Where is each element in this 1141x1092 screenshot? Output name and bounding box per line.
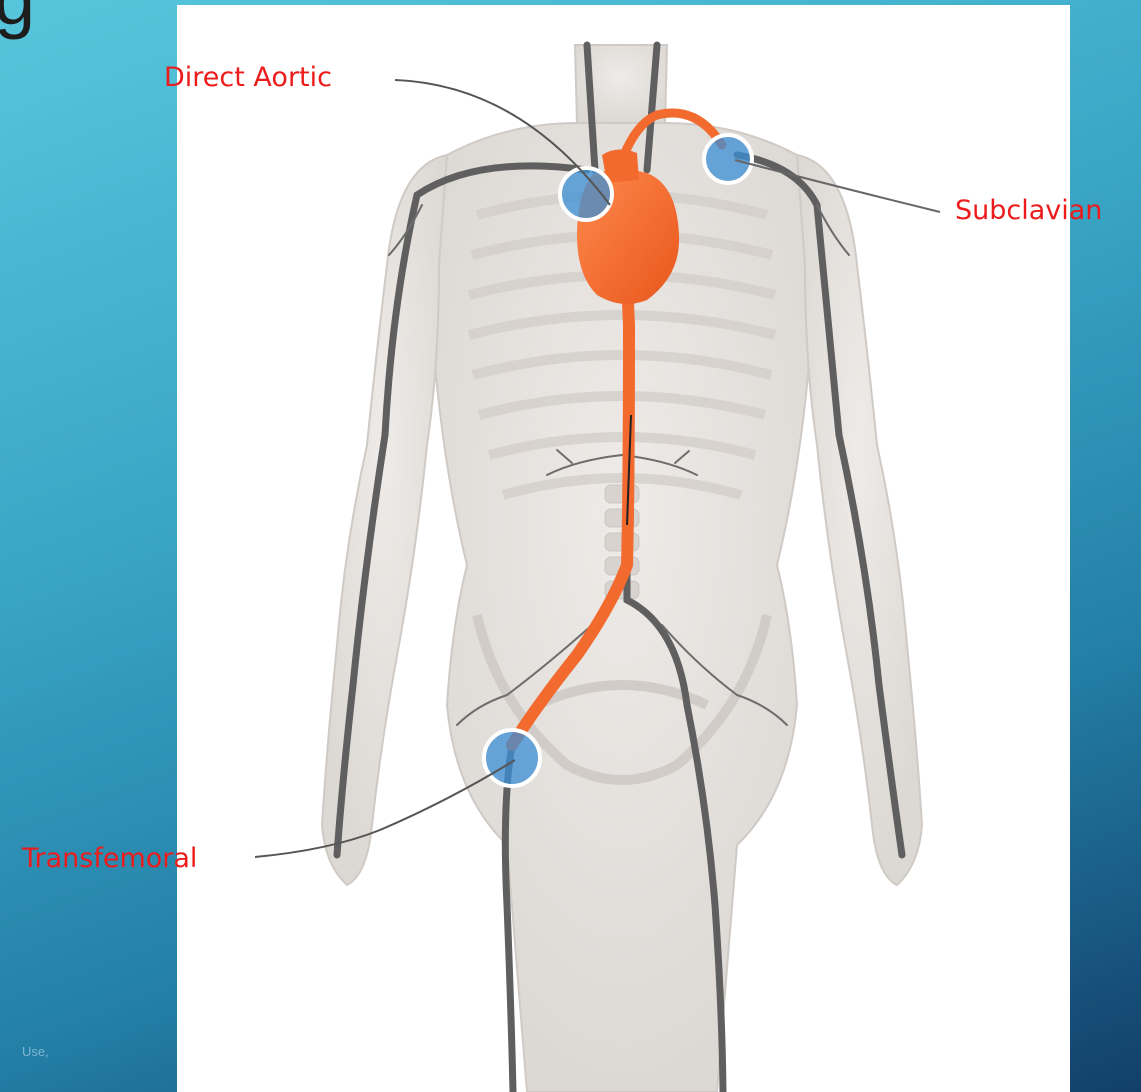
slide-footer-text: Use, — [22, 1044, 49, 1059]
transfemoral-marker — [484, 730, 540, 786]
anatomy-figure — [177, 5, 1070, 1092]
subclavian-label: Subclavian — [955, 197, 1102, 224]
transfemoral-label: Transfemoral — [22, 845, 197, 872]
slide-title-fragment: g — [0, 0, 35, 36]
subclavian-marker — [704, 135, 752, 183]
direct-aortic-marker — [560, 168, 612, 220]
anatomy-illustration — [177, 5, 1070, 1092]
direct-aortic-label: Direct Aortic — [164, 64, 332, 91]
